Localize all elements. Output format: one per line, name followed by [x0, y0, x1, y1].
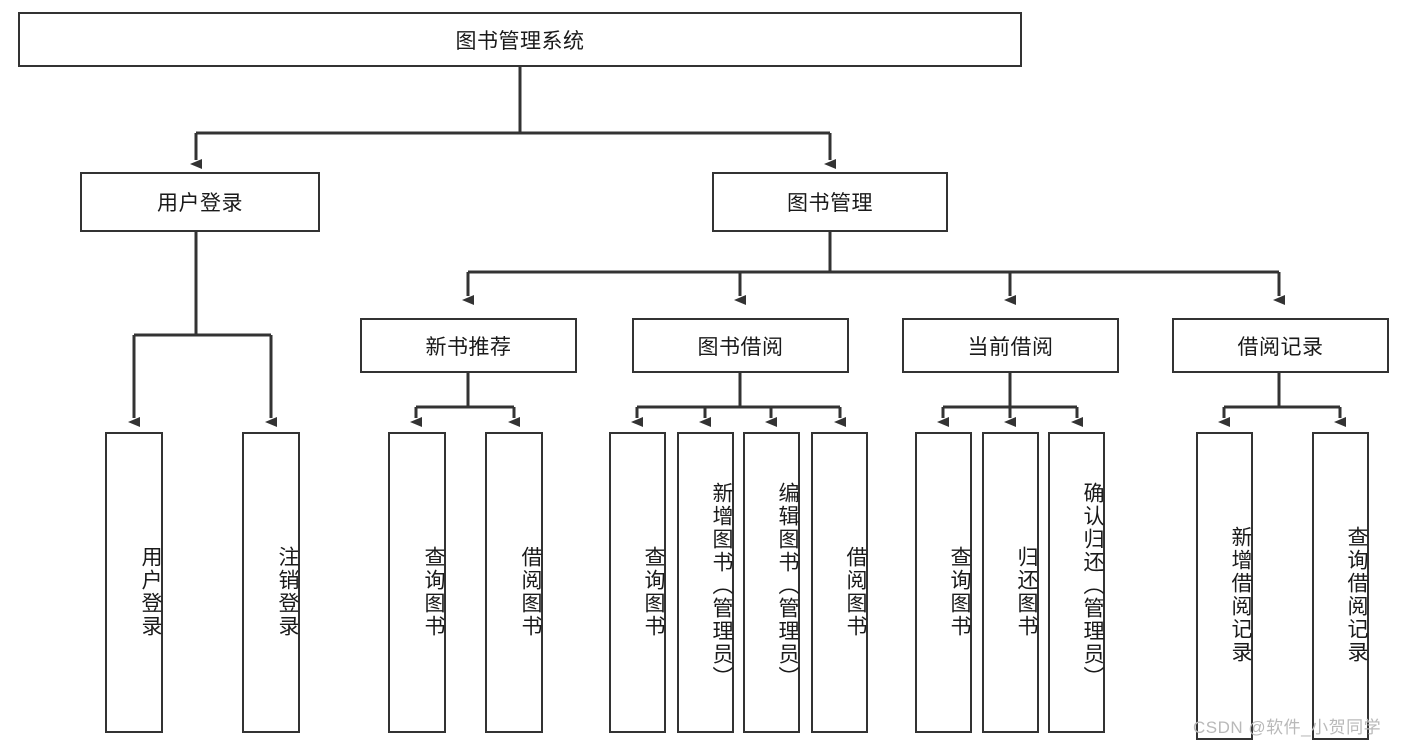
node-label: 新增借阅记录 [1229, 526, 1252, 664]
node-label: 查询借阅记录 [1345, 526, 1368, 664]
node-label: 用户登录 [157, 192, 243, 215]
node-label: 借阅图书 [519, 545, 542, 638]
leaf-add-book-admin[interactable]: 新增图书（管理员） [677, 432, 734, 733]
node-label: 新增图书（管理员） [710, 482, 733, 689]
node-book-borrow[interactable]: 图书借阅 [632, 318, 849, 373]
node-label: 图书借阅 [697, 335, 784, 359]
node-borrow-record[interactable]: 借阅记录 [1172, 318, 1389, 373]
node-new-book-recommend[interactable]: 新书推荐 [360, 318, 577, 373]
leaf-return-book[interactable]: 归还图书 [982, 432, 1039, 733]
leaf-user-login[interactable]: 用户登录 [105, 432, 163, 733]
leaf-edit-book-admin[interactable]: 编辑图书（管理员） [743, 432, 800, 733]
node-label: 查询图书 [948, 545, 971, 638]
node-label: 查询图书 [642, 545, 665, 638]
node-book-management[interactable]: 图书管理 [712, 172, 948, 232]
node-label: 新书推荐 [425, 335, 512, 359]
node-label: 编辑图书（管理员） [776, 482, 799, 689]
node-current-borrow[interactable]: 当前借阅 [902, 318, 1119, 373]
leaf-query-book-recommend[interactable]: 查询图书 [388, 432, 446, 733]
leaf-user-logout[interactable]: 注销登录 [242, 432, 300, 733]
csdn-watermark: CSDN @软件_小贺同学 [1193, 718, 1382, 737]
node-label: 借阅图书 [844, 545, 867, 638]
node-label: 用户登录 [139, 545, 162, 638]
leaf-query-book-borrow[interactable]: 查询图书 [609, 432, 666, 733]
leaf-borrow-book-recommend[interactable]: 借阅图书 [485, 432, 543, 733]
node-label: 确认归还（管理员） [1081, 482, 1104, 689]
node-user-login[interactable]: 用户登录 [80, 172, 320, 232]
leaf-add-borrow-record[interactable]: 新增借阅记录 [1196, 432, 1253, 740]
node-label: 图书管理 [787, 192, 873, 215]
leaf-query-book-current[interactable]: 查询图书 [915, 432, 972, 733]
leaf-query-borrow-record[interactable]: 查询借阅记录 [1312, 432, 1369, 740]
node-label: 借阅记录 [1237, 335, 1324, 359]
node-label: 查询图书 [422, 545, 445, 638]
node-root-system[interactable]: 图书管理系统 [18, 12, 1022, 67]
node-label: 归还图书 [1015, 545, 1038, 638]
node-label: 当前借阅 [967, 335, 1054, 359]
node-label: 注销登录 [276, 545, 299, 638]
leaf-confirm-return-admin[interactable]: 确认归还（管理员） [1048, 432, 1105, 733]
node-label: 图书管理系统 [455, 29, 585, 53]
leaf-borrow-book[interactable]: 借阅图书 [811, 432, 868, 733]
